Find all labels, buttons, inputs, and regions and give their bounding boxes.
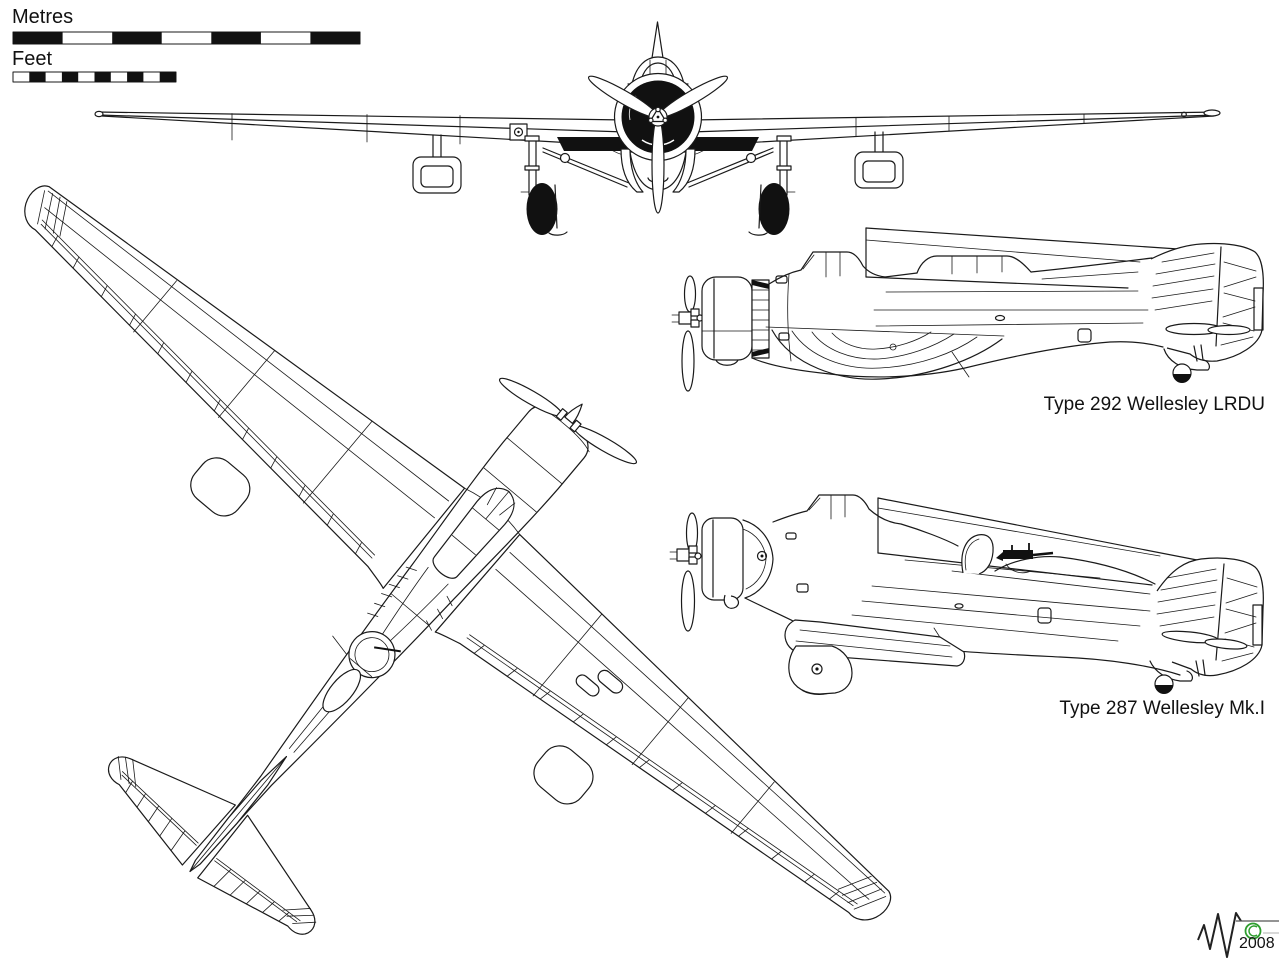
bomb-pannier-right — [854, 131, 904, 189]
propeller-287 — [669, 512, 702, 632]
type-292-label: Type 292 Wellesley LRDU — [1043, 394, 1265, 415]
propeller-292 — [671, 275, 704, 392]
rear-cockpit-287 — [961, 534, 1156, 585]
copyright-symbol — [1244, 922, 1262, 940]
metres-label: Metres — [12, 6, 74, 28]
scale-bars — [12, 31, 361, 83]
wing-hatch-oval — [597, 669, 624, 694]
plan-tailplane — [107, 755, 236, 866]
plan-view — [24, 185, 920, 960]
feet-label: Feet — [12, 48, 53, 70]
signature-mark — [1197, 912, 1279, 958]
side-view-type-287 — [669, 494, 1264, 695]
plan-fin — [189, 755, 288, 873]
plan-wing — [24, 185, 466, 589]
wing-hatch-oval — [575, 674, 600, 697]
bomb-pannier-left — [412, 134, 462, 194]
propeller-front — [587, 75, 729, 214]
fuselage-292 — [751, 227, 1194, 380]
pitot-line — [332, 635, 347, 655]
front-view-fuselage — [620, 148, 696, 193]
side-view-type-292 — [671, 227, 1264, 392]
tail-292 — [1150, 242, 1264, 383]
engine-292 — [701, 276, 770, 366]
undercarriage-287 — [784, 619, 966, 695]
main-wheel — [526, 183, 558, 235]
fin-front — [651, 21, 664, 59]
engine-287 — [701, 517, 774, 609]
plan-pannier — [190, 457, 251, 517]
tail-287 — [1149, 557, 1264, 694]
signature-year: 2008 — [1239, 935, 1275, 952]
type-287-label: Type 287 Wellesley Mk.I — [1059, 698, 1265, 719]
machine-gun — [996, 543, 1054, 574]
main-landing-gear — [520, 135, 630, 236]
feet-scale-bar — [12, 71, 177, 83]
front-view — [94, 21, 1221, 236]
aerial-292 — [951, 351, 970, 378]
plan-canopy — [288, 487, 516, 753]
metres-scale-bar — [12, 31, 361, 45]
plan-propeller — [498, 377, 638, 465]
signature-zigzag — [1197, 912, 1242, 958]
